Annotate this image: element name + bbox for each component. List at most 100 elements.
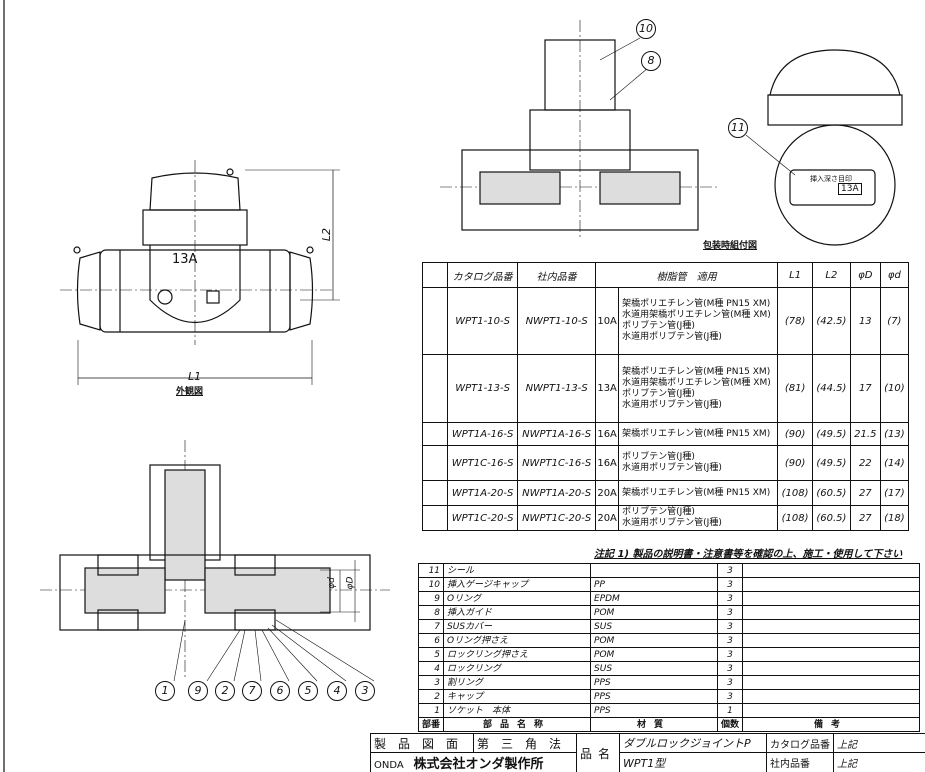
pipe-size: 16A <box>595 445 620 481</box>
callout-5: 5 <box>298 681 318 701</box>
part-name: 割リング <box>443 675 592 690</box>
part-name: Oリング <box>443 591 592 606</box>
applicable-pipes: ポリブテン管(J種) 水道用ポリブテン管(J種) <box>618 445 779 481</box>
dim-l1: L1 <box>188 370 202 383</box>
model: WPT1型 <box>619 752 768 772</box>
big-d-value: 27 <box>849 505 881 531</box>
header-material: 材質 <box>590 717 719 732</box>
catalog-value: 上記 <box>833 733 925 753</box>
callout-1: 1 <box>155 681 175 701</box>
pipe-size: 16A <box>595 422 620 446</box>
part-number: 1 <box>417 703 445 718</box>
d-value: (14) <box>879 445 910 481</box>
part-remarks <box>742 689 920 704</box>
drawing-type: 製品図面 <box>369 733 475 753</box>
header-d: φd <box>879 262 910 288</box>
packaging-view <box>440 20 720 240</box>
part-number: 10 <box>417 577 445 592</box>
internal-number: NWPT1C-20-S <box>517 505 597 531</box>
l1-value: (108) <box>777 505 813 531</box>
packaging-view-label: 包装時組付図 <box>703 241 758 251</box>
size-mark: 13A <box>172 252 198 267</box>
cap-size-mark: 13A <box>838 183 862 195</box>
title-block: 製品図面 第三角法 品名 ダブルロックジョイントP カタログ品番 上記 ONDA… <box>369 733 925 772</box>
part-material: PPS <box>590 689 719 704</box>
header-l2: L2 <box>811 262 851 288</box>
d-value: (17) <box>879 480 910 506</box>
internal-label: 社内品番 <box>766 752 835 772</box>
pipe-size: 10A <box>595 287 620 355</box>
pipe-size: 20A <box>595 480 620 506</box>
d-value: (13) <box>879 422 910 446</box>
part-qty: 3 <box>717 633 744 648</box>
company-cell: ONDA 株式会社オンダ製作所 <box>369 752 578 772</box>
part-remarks <box>742 633 920 648</box>
catalog-number: WPT1-10-S <box>446 287 519 355</box>
dim-big-d: φD <box>345 576 356 590</box>
callout-4: 4 <box>327 681 347 701</box>
part-qty: 3 <box>717 619 744 634</box>
part-number: 5 <box>417 647 445 662</box>
part-qty: 3 <box>717 605 744 620</box>
internal-number: NWPT1-13-S <box>517 354 597 423</box>
big-d-value: 17 <box>849 354 881 423</box>
part-material: PPS <box>590 675 719 690</box>
big-d-value: 21.5 <box>849 422 881 446</box>
applicable-pipes: 架橋ポリエチレン管(M種 PN15 XM) 水道用架橋ポリエチレン管(M種 XM… <box>618 354 779 423</box>
part-remarks <box>742 605 920 620</box>
header-part-no: 部番 <box>417 717 445 732</box>
pipe-size: 20A <box>595 505 620 531</box>
part-number: 6 <box>417 633 445 648</box>
internal-number: NWPT1-10-S <box>517 287 597 355</box>
callout-7: 7 <box>242 681 262 701</box>
callout-11: 11 <box>728 118 748 138</box>
part-number: 4 <box>417 661 445 676</box>
l1-value: (90) <box>777 422 813 446</box>
spec-table: カタログ品番 社内品番 樹脂管 適用 L1 L2 φD φd WPT1-10-S… <box>422 262 910 531</box>
catalog-number: WPT1C-20-S <box>446 505 519 531</box>
part-name: 挿入ゲージキャップ <box>443 577 592 592</box>
l1-value: (90) <box>777 445 813 481</box>
part-name: シール <box>443 563 592 578</box>
part-qty: 3 <box>717 577 744 592</box>
part-name: ソケット 本体 <box>443 703 592 718</box>
callout-10: 10 <box>636 19 656 39</box>
callout-2: 2 <box>215 681 235 701</box>
l2-value: (49.5) <box>811 445 851 481</box>
part-name: 挿入ガイド <box>443 605 592 620</box>
projection: 第三角法 <box>473 733 578 753</box>
header-l1: L1 <box>777 262 813 288</box>
d-value: (10) <box>879 354 910 423</box>
header-internal: 社内品番 <box>517 262 597 288</box>
internal-number: NWPT1A-20-S <box>517 480 597 506</box>
catalog-number: WPT1A-16-S <box>446 422 519 446</box>
dim-d: φd <box>326 577 337 589</box>
part-material: SUS <box>590 619 719 634</box>
applicable-pipes: 架橋ポリエチレン管(M種 PN15 XM) 水道用架橋ポリエチレン管(M種 XM… <box>618 287 779 355</box>
part-material: SUS <box>590 661 719 676</box>
part-name: キャップ <box>443 689 592 704</box>
header-big-d: φD <box>849 262 881 288</box>
part-qty: 3 <box>717 689 744 704</box>
part-number: 3 <box>417 675 445 690</box>
parts-header-row: 部番 部品名称 材質 個数 備考 <box>417 717 920 732</box>
part-name: Oリング押さえ <box>443 633 592 648</box>
header-catalog: カタログ品番 <box>446 262 519 288</box>
applicable-pipes: 架橋ポリエチレン管(M種 PN15 XM) <box>618 422 779 446</box>
exterior-view <box>60 160 340 385</box>
l1-value: (108) <box>777 480 813 506</box>
dim-l2: L2 <box>320 227 334 242</box>
